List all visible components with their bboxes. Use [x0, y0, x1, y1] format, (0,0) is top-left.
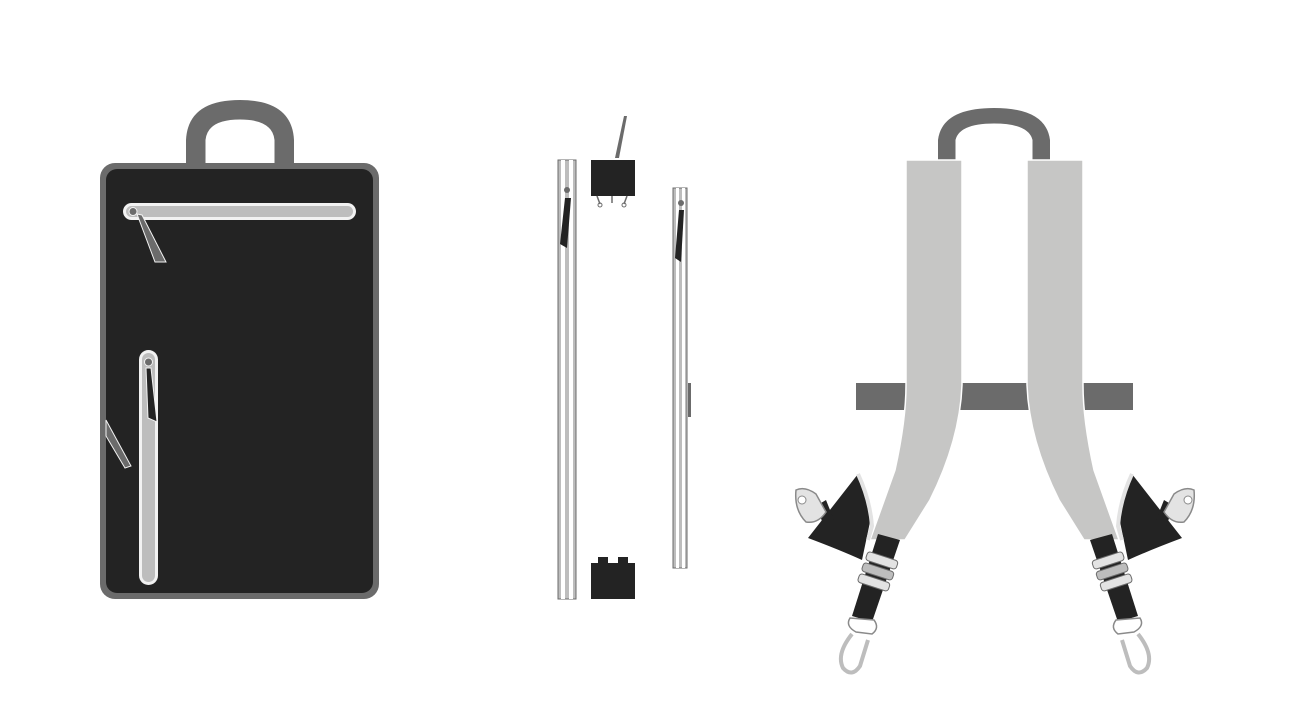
top-zipper-pull: [136, 213, 167, 263]
right-carabiner: [1120, 632, 1152, 675]
left-strap-buckle: [838, 534, 900, 675]
top-handle: [186, 100, 294, 163]
handle-tab: [615, 116, 627, 158]
left-carabiner: [838, 632, 870, 675]
side-zipper-head-right: [678, 200, 684, 206]
top-zipper-inner: [126, 206, 353, 217]
bag-body: [106, 169, 373, 593]
right-shoulder-strap: [1026, 159, 1121, 541]
side-pull-left: [560, 198, 571, 248]
side-zipper-slider: [144, 357, 153, 367]
bottom-block: [591, 563, 635, 599]
backpack-side-icon: [557, 116, 691, 600]
side-zipper-head-left: [564, 187, 570, 193]
side-clip: [688, 383, 691, 417]
top-block: [591, 160, 635, 196]
side-pull-right: [675, 210, 684, 262]
top-block-hardware: [596, 195, 628, 205]
side-zipper-pull: [145, 367, 158, 423]
backpack-front-icon: [100, 100, 379, 599]
right-side-clip: [1115, 473, 1196, 560]
outer-zipper-tab: [105, 419, 132, 469]
strap-handle: [938, 108, 1050, 162]
chest-strap: [856, 383, 1133, 410]
right-strap-buckle: [1090, 534, 1152, 675]
left-side-clip: [794, 473, 875, 560]
handle-inner-highlight: [205, 119, 275, 163]
shoulder-straps-icon: [794, 108, 1196, 675]
top-zipper-slider: [128, 207, 138, 216]
left-shoulder-strap: [868, 159, 963, 541]
